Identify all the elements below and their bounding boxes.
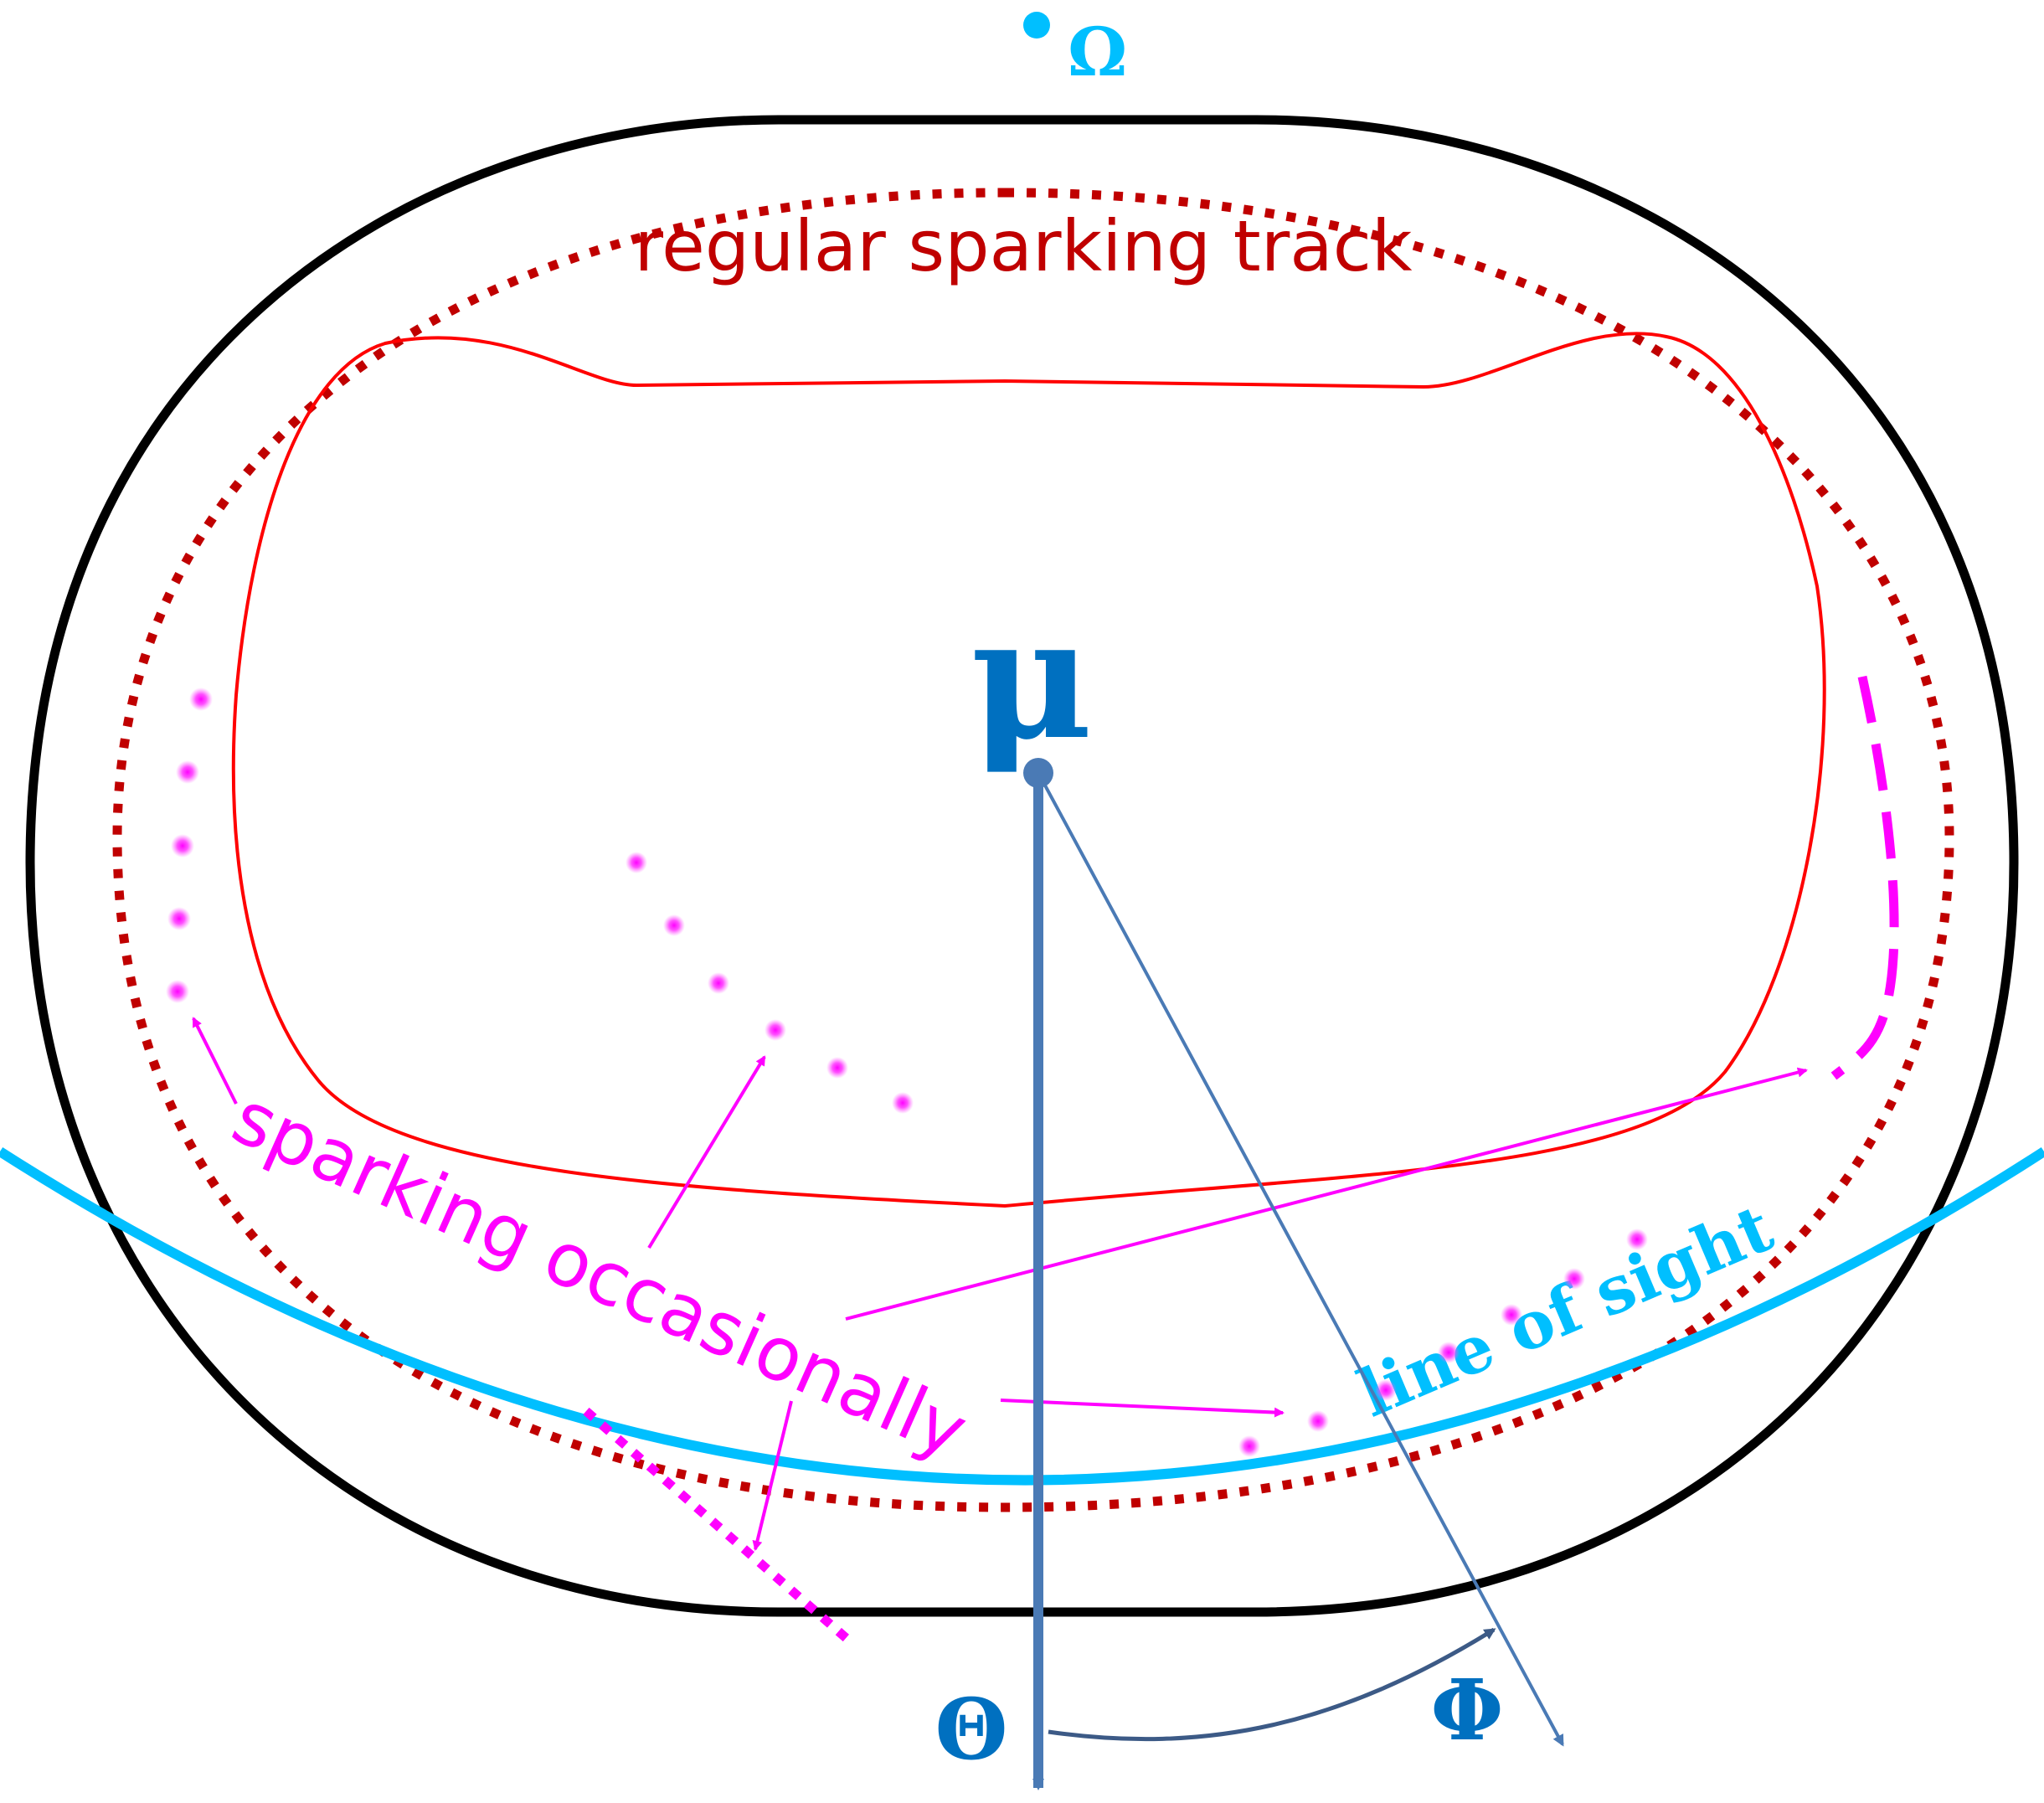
polar-cap-boundary <box>25 115 2019 1617</box>
spark <box>176 760 199 784</box>
spark <box>708 972 729 994</box>
line-of-sight-label: line of sight <box>1348 1190 1784 1432</box>
spark <box>1501 1304 1522 1326</box>
omega-label: Ω <box>1068 13 1127 91</box>
spark <box>765 1019 786 1041</box>
spark <box>826 1057 848 1079</box>
regular-sparking-track-label: regular sparking track <box>634 205 1412 287</box>
phi-axis <box>1037 772 1564 1747</box>
spark <box>892 1092 914 1114</box>
arrow-to-left-sparks <box>192 1017 238 1105</box>
spark-cluster-left <box>166 688 213 1003</box>
spark <box>171 834 194 858</box>
sparking-arrows <box>192 1017 1808 1551</box>
inner-contour <box>231 332 1826 1208</box>
spark <box>663 914 685 936</box>
spark <box>189 688 213 711</box>
spark <box>1438 1342 1460 1363</box>
spark <box>167 907 191 930</box>
mu-label: μ <box>971 580 1093 777</box>
arrow-to-interior-sparks <box>647 1055 766 1249</box>
line-of-sight-arc <box>0 1146 2044 1486</box>
sparking-dotted-line-bottom <box>583 1407 853 1646</box>
spark <box>626 852 647 873</box>
spark <box>166 980 189 1003</box>
arrow-to-lower-right-sparks <box>1000 1399 1285 1418</box>
sparking-dashed-arc-right <box>1830 675 1899 1080</box>
spark-cluster-lower-right <box>1238 1229 1648 1457</box>
arrow-to-dotted-line <box>752 1400 793 1551</box>
angle-arc-theta-to-phi <box>1048 1627 1496 1742</box>
spark <box>1375 1379 1397 1401</box>
spark <box>1563 1268 1585 1290</box>
rotation-axis-dot <box>1023 12 1050 39</box>
spark-cluster-interior <box>626 852 914 1114</box>
spark <box>1238 1435 1260 1457</box>
regular-sparking-track <box>112 188 1954 1512</box>
sparking-occasionally-label: sparking occasionally <box>220 1074 979 1475</box>
spark <box>1626 1229 1648 1250</box>
phi-label: Φ <box>1430 1661 1503 1759</box>
spark <box>1307 1410 1329 1432</box>
arrow-to-dashed-arc <box>845 1067 1808 1321</box>
theta-label: Θ <box>934 1680 1007 1779</box>
